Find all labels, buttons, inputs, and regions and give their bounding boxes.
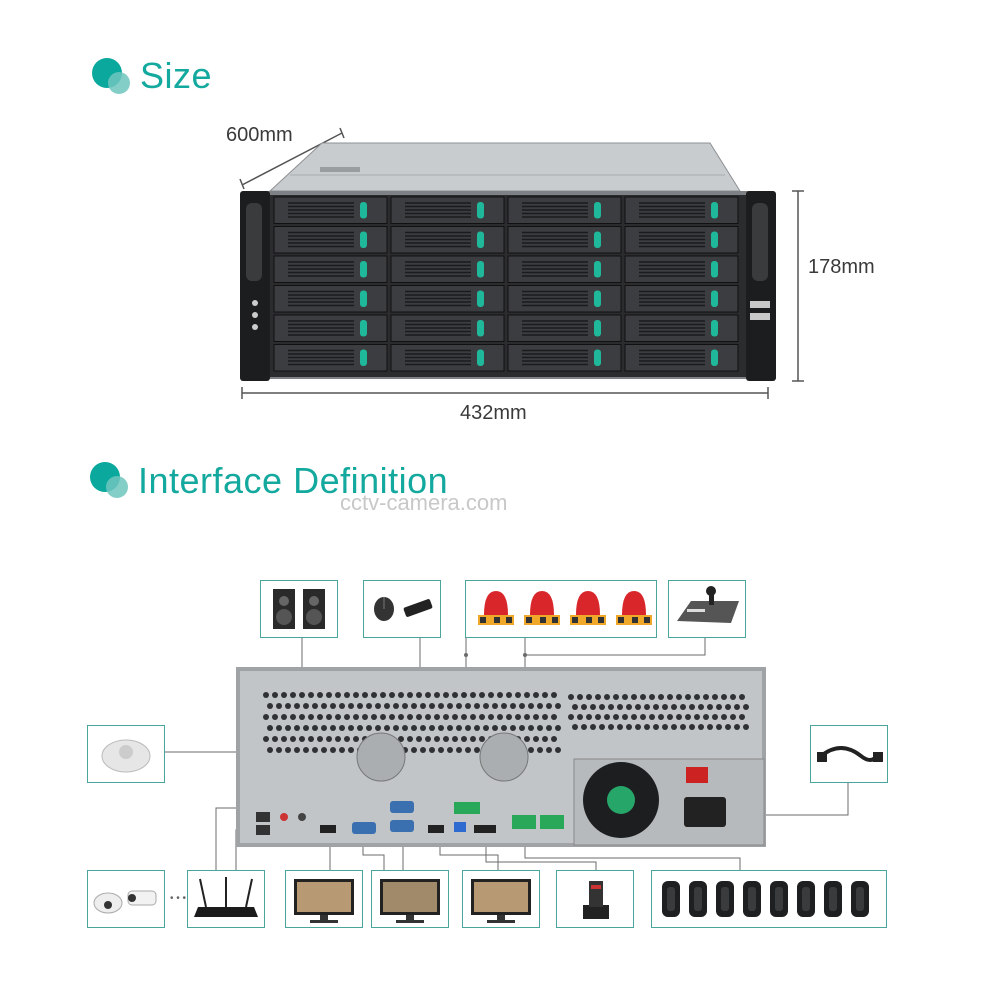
drive-bay (624, 196, 739, 224)
alarm-lights-icon (478, 591, 652, 625)
monitor-icon (294, 879, 354, 923)
storage-server-front-image (239, 127, 804, 399)
mic-icon (101, 739, 151, 773)
drive-bay (390, 285, 505, 313)
width-label: 432mm (460, 402, 527, 424)
power-cable-icon (817, 746, 883, 762)
monitor-box-1 (285, 870, 363, 928)
hdd-dock-box (556, 870, 634, 928)
mouse-usb-box (363, 580, 441, 638)
drive-bay (273, 344, 388, 372)
depth-label: 600mm (226, 124, 293, 146)
drive-bay (507, 285, 622, 313)
svg-text:• • • •: • • • • (170, 893, 193, 904)
terminal-block-icon (716, 881, 734, 917)
monitor-icon (471, 879, 531, 923)
drive-bay (624, 285, 739, 313)
monitor-box-3 (462, 870, 540, 928)
terminal-block-icon (824, 881, 842, 917)
router-box (187, 870, 265, 928)
alarm-light-icon (478, 591, 514, 625)
monitor-box-2 (371, 870, 449, 928)
drive-bay (390, 314, 505, 342)
speaker-box (260, 580, 338, 638)
interface-section-bullet-shadow-icon (106, 476, 128, 498)
drive-bay (390, 196, 505, 224)
hdd-dock-icon (583, 881, 609, 919)
drive-bay (273, 226, 388, 254)
cameras-box (87, 870, 165, 928)
cameras-icon (93, 890, 157, 914)
terminal-block-icon (689, 881, 707, 917)
mic-box (87, 725, 165, 783)
watermark: cctv-camera.com (340, 490, 508, 515)
drive-bay (624, 344, 739, 372)
alarm-lights-box (465, 580, 657, 638)
router-icon (194, 877, 258, 917)
drive-bay (390, 226, 505, 254)
nvr-rear-panel-image (236, 667, 766, 847)
drive-bay (273, 314, 388, 342)
drive-bay (507, 255, 622, 283)
drive-bay (624, 226, 739, 254)
interface-section-title: Interface Definition (138, 460, 449, 501)
drive-bay (624, 314, 739, 342)
drive-bay (507, 344, 622, 372)
height-label: 178mm (808, 256, 875, 278)
terminal-block-icon (851, 881, 869, 917)
alarm-light-icon (570, 591, 606, 625)
ptz-keyboard-icon (677, 586, 739, 623)
alarm-light-icon (524, 591, 560, 625)
size-section-bullet-shadow-icon (108, 72, 130, 94)
drive-bay (507, 226, 622, 254)
mouse-usb-icon (374, 597, 433, 621)
drive-bay (507, 196, 622, 224)
drive-bay (273, 255, 388, 283)
drive-bay (273, 196, 388, 224)
monitor-icon (380, 879, 440, 923)
size-section-title: Size (140, 55, 213, 96)
terminal-block-icon (797, 881, 815, 917)
drive-bay (390, 344, 505, 372)
alarm-light-icon (616, 591, 652, 625)
speaker-icon (273, 589, 325, 629)
drive-bay (390, 255, 505, 283)
drive-bay (624, 255, 739, 283)
drive-bay (507, 314, 622, 342)
drive-bay (273, 285, 388, 313)
ptz-keyboard-box (668, 580, 746, 638)
power-cable-box (810, 725, 888, 783)
terminal-blocks-icon (662, 881, 869, 917)
terminal-block-icon (662, 881, 680, 917)
terminal-block-icon (770, 881, 788, 917)
terminal-blocks-box (651, 870, 887, 928)
terminal-block-icon (743, 881, 761, 917)
